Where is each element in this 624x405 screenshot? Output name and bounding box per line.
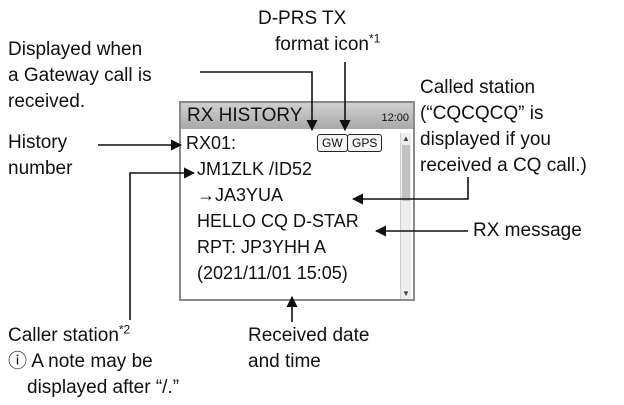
caller-station-label: Caller station*2 ⓘ A note may be display… — [8, 322, 180, 398]
called-station: →JA3YUA — [197, 185, 284, 205]
rx-message: HELLO CQ D-STAR — [197, 211, 359, 231]
history-number: RX01: — [186, 133, 237, 153]
caller-leader — [129, 167, 196, 320]
screen-title: RX HISTORY — [187, 105, 303, 126]
repeater: RPT: JP3YHH A — [197, 237, 327, 257]
rx-history-screen: RX HISTORY 12:00 RX01: GW GPS JM1ZLK /ID… — [179, 101, 415, 301]
history-number-label: History number — [8, 132, 73, 179]
scroll-down-icon: ▼ — [402, 289, 410, 298]
gps-badge: GPS — [347, 134, 383, 152]
clock: 12:00 — [381, 112, 409, 124]
scroll-up-icon: ▲ — [402, 134, 410, 143]
caller-station: JM1ZLK /ID52 — [197, 159, 313, 179]
screen-title-bar: RX HISTORY 12:00 — [181, 103, 413, 129]
gateway-note: Displayed when a Gateway call is receive… — [8, 39, 152, 112]
rx-message-label: RX message — [473, 220, 582, 241]
received-datetime: (2021/11/01 15:05) — [197, 263, 348, 283]
dprs-icon-label: D-PRS TX format icon*1 — [258, 8, 381, 55]
scroll-thumb[interactable] — [402, 145, 410, 201]
scrollbar[interactable]: ▲ ▼ — [400, 133, 411, 299]
received-datetime-label: Received date and time — [248, 325, 370, 372]
gateway-badge: GW — [317, 134, 348, 152]
gateway-leader — [200, 71, 318, 132]
called-station-label: Called station (“CQCQCQ” is displayed if… — [420, 77, 587, 176]
called-leader — [351, 177, 469, 205]
